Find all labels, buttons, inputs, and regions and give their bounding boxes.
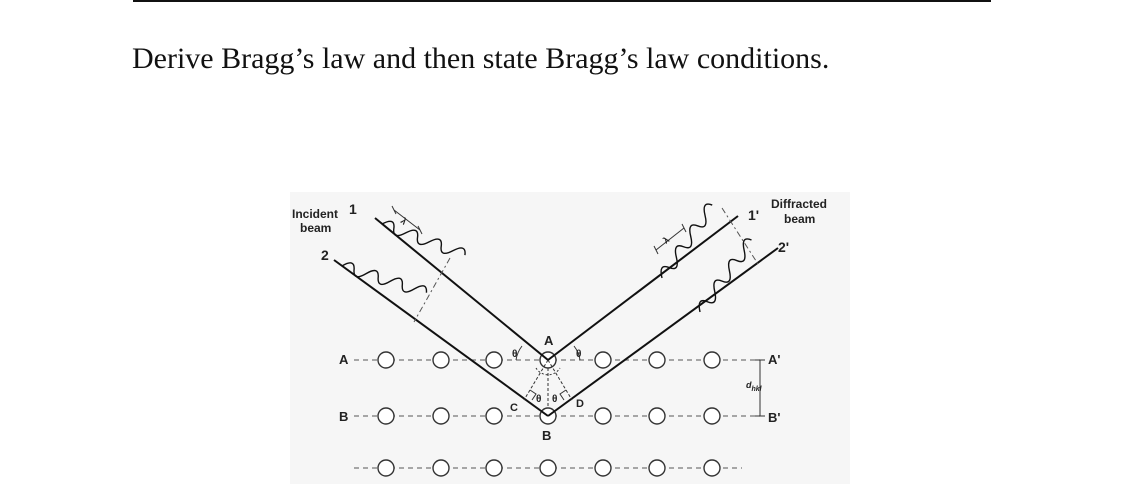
bragg-diagram-figure: λ λ Incident beam 1 2 Diffracted beam 1'… [290,192,850,484]
theta-diffracted-label: θ [576,349,581,360]
incident-wave-2 [341,262,428,293]
point-d-label: D [576,398,584,410]
diffracted-wave-1 [660,203,713,279]
atom [594,407,612,425]
theta-incident-label: θ [512,349,517,360]
atom [703,459,721,477]
incident-ray-1 [374,217,549,361]
wavelength-arrow-left [393,209,421,231]
wave-packets [341,203,752,313]
atomic-planes [354,359,760,469]
plane-a-label: A [339,352,349,367]
diffracted-wavefront [721,207,759,265]
wavelength-markers [391,205,687,255]
incident-label-line2: beam [300,221,331,235]
atom [648,407,666,425]
spacing-label-sub: hkl [752,386,763,393]
atom [377,459,395,477]
line-ac [523,359,549,401]
incident-wave-1 [381,220,466,256]
atom [432,459,450,477]
plane-b-prime-label: B' [768,410,780,425]
diffracted-ray-2 [547,247,779,417]
atom [485,407,503,425]
spacing-label-base: d [746,380,752,390]
construction-lines [515,345,581,408]
atom [377,407,395,425]
plane-b-label: B [339,409,348,424]
atom [432,407,450,425]
ray-1-label: 1 [349,201,357,217]
incident-wavefront [413,257,451,323]
wavelength-tick [653,245,659,255]
atom [648,459,666,477]
theta-left-label: θ [536,394,541,405]
atom [594,351,612,369]
incident-ray-2 [333,259,549,417]
question-text: Derive Bragg’s law and then state Bragg’… [132,42,830,75]
angle-arc-left [515,345,523,361]
angle-arc-bottom [535,367,561,376]
atom [703,351,721,369]
wavelength-label-right: λ [661,235,671,246]
bragg-diagram-svg: λ λ Incident beam 1 2 Diffracted beam 1'… [292,197,827,477]
point-a-label: A [544,333,554,348]
rays [333,215,779,417]
line-ad [547,359,573,401]
top-rule [133,0,991,2]
wavelength-arrow-right [655,227,685,251]
incident-label-line1: Incident [292,207,338,221]
wavelength-tick [681,223,687,233]
atom [377,351,395,369]
wavelength-tick [391,205,397,215]
spacing-marker [755,359,765,417]
theta-right-label: θ [552,394,557,405]
ray-1-prime-label: 1' [748,207,759,223]
diffracted-wave-2 [698,238,752,313]
atom [594,459,612,477]
atom [485,351,503,369]
diffracted-label-line1: Diffracted [771,197,827,211]
ray-2-label: 2 [321,247,329,263]
wavefronts [413,207,759,323]
atom [648,351,666,369]
point-b-label: B [542,428,551,443]
atom [485,459,503,477]
plane-a-prime-label: A' [768,352,780,367]
wavelength-tick [417,225,423,235]
diffracted-label-line2: beam [784,212,815,226]
atom [539,459,557,477]
angle-arc-right [573,345,581,361]
atom [703,407,721,425]
atoms [377,351,721,477]
diffracted-ray-1 [547,215,739,361]
wavelength-label-left: λ [399,216,409,227]
right-angle-c [529,389,537,401]
ray-2-prime-label: 2' [778,239,789,255]
right-angle-d [559,389,567,401]
spacing-label: dhkl [746,380,763,393]
point-c-label: C [510,402,518,414]
atom [432,351,450,369]
